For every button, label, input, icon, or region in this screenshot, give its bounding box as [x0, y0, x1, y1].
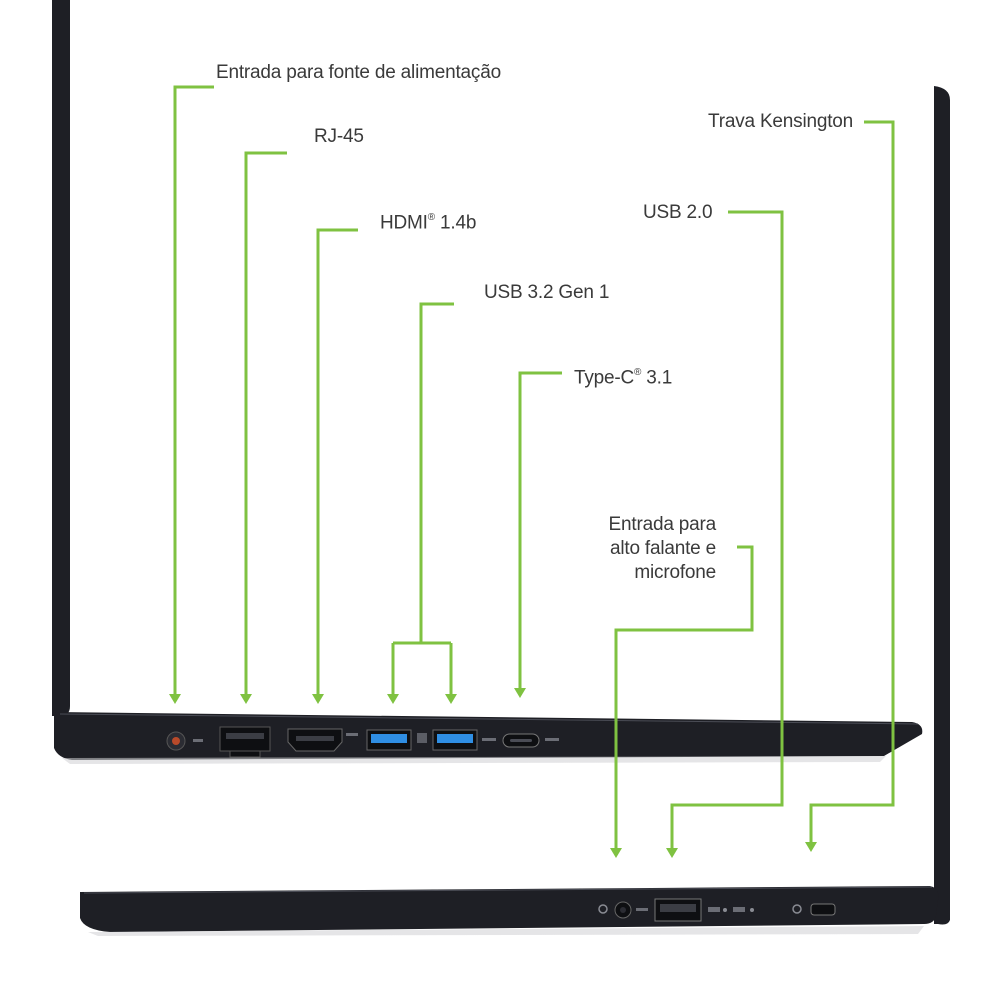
kensington-lock-icon — [792, 903, 836, 916]
callout-audio — [614, 545, 754, 848]
typec-label-reg: ® — [634, 367, 642, 378]
hdmi-label: HDMI® 1.4b — [380, 207, 476, 235]
ethernet-port-icon — [219, 726, 271, 758]
right-screen-lid — [934, 86, 950, 925]
hdmi-label-reg: ® — [427, 212, 435, 223]
audio-label-line3: microfone — [634, 562, 716, 583]
rj45-label: RJ-45 — [314, 126, 364, 147]
usb-c-port-icon — [502, 733, 559, 748]
left-screen-lid — [52, 0, 70, 716]
hdmi-label-version: 1.4b — [434, 212, 477, 234]
hdmi-port-icon — [287, 728, 358, 752]
callout-kensington — [809, 120, 895, 842]
callout-power — [173, 85, 214, 694]
right-laptop-base — [80, 886, 939, 932]
typec-label-name: Type-C — [574, 367, 635, 389]
typec-label: Type-C® 3.1 — [574, 362, 672, 390]
usb20-label: USB 2.0 — [643, 202, 713, 223]
dc-power-icon — [166, 731, 203, 751]
left-laptop — [52, 0, 923, 764]
right-laptop — [80, 86, 950, 936]
audio-label-line2: alto falante e — [609, 538, 716, 559]
callout-arrows — [169, 688, 817, 858]
usb32-label: USB 3.2 Gen 1 — [484, 282, 610, 303]
callout-usb32 — [391, 302, 454, 694]
left-laptop-base — [54, 712, 923, 760]
usb-a-blue-port-icon — [366, 729, 478, 751]
callout-typec — [518, 371, 562, 688]
headset-jack-icon — [598, 901, 648, 919]
power-input-label: Entrada para fonte de alimentação — [216, 62, 501, 83]
audio-jack-label: Entrada para alto falante e microfone — [586, 513, 717, 585]
typec-label-version: 3.1 — [641, 367, 673, 389]
usb-a-port-icon — [654, 898, 702, 922]
hdmi-label-name: HDMI — [380, 212, 428, 234]
callout-hdmi — [316, 228, 358, 694]
callout-rj45 — [244, 151, 287, 694]
callout-lines — [173, 85, 895, 848]
audio-label-line1: Entrada para — [608, 514, 717, 535]
callout-usb20 — [670, 210, 784, 848]
kensington-label: Trava Kensington — [708, 111, 854, 132]
